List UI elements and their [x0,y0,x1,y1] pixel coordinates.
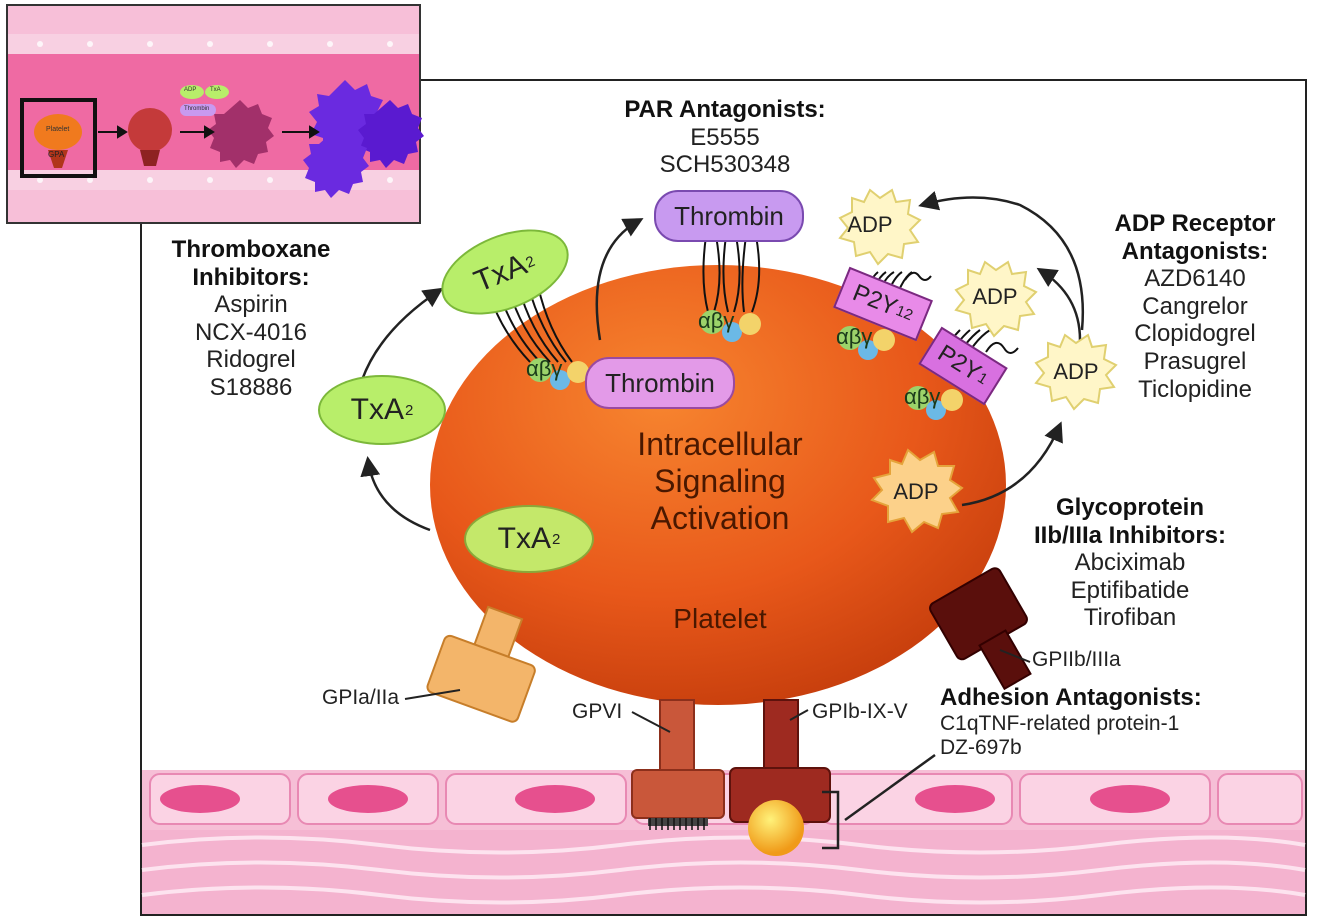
thromboxane-item: Aspirin [214,291,288,319]
adp-item: AZD6140 [1144,265,1246,293]
par-antagonists-group: PAR Antagonists: E5555 SCH530348 [590,96,860,179]
gpib-receptor [729,699,831,856]
adp-item: Clopidogrel [1134,320,1256,348]
inset-vessel-panel [6,4,424,224]
thromboxane-item: S18886 [209,373,293,401]
adp-item: Cangrelor [1142,292,1248,320]
adp-label-mid: ADP [972,284,1018,309]
adp-antagonists-group: ADP Receptor Antagonists: AZD6140 Cangre… [1095,210,1295,403]
gpiib-receptor [929,567,1032,691]
thromboxane-item: Ridogrel [206,346,296,374]
thrombin-receptor-bound: Thrombin [654,190,804,242]
platelet-center-text: Intracellular Signaling Activation [600,426,840,536]
adp-heading-2: Antagonists: [1121,237,1269,265]
adhesion-item: DZ-697b [940,735,1022,759]
g-protein-label-p2y12: αβγ [836,324,873,349]
gpiib-label: GPIIb/IIIa [1032,648,1121,671]
txa2-text: TxA [350,393,404,426]
adhesion-item: C1qTNF-related protein-1 [940,711,1180,735]
gpvi-label: GPVI [572,700,623,723]
gp-inhibitors-group: Glycoprotein IIb/IIIa Inhibitors: Abcixi… [1015,494,1245,632]
thrombin-cleaved: Thrombin [585,357,735,409]
gp-item: Tirofiban [1083,604,1177,632]
adhesion-antagonists-group: Adhesion Antagonists: C1qTNF-related pro… [940,684,1202,760]
inset-txa-label: TxA [210,87,221,93]
inset-adp-label: ADP [184,87,197,93]
label-leaders [404,649,1031,733]
adp-burst-top [838,188,922,266]
thromboxane-inhibitors-group: Thromboxane Inhibitors: Aspirin NCX-4016… [148,236,354,402]
inset-platelet-label: Platelet [46,126,70,133]
par-item: SCH530348 [659,151,791,179]
vwf-ball [748,800,804,856]
txa2-subscript: 2 [405,401,414,419]
adhesion-bracket [822,753,936,850]
signaling-arrows [360,191,1085,532]
adp-label-inner: ADP [893,479,939,504]
inset-gpa-label: GPA [48,150,65,159]
adp-bursts [838,188,1118,534]
adp-item: Ticlopidine [1138,375,1252,403]
txa2-text: TxA [497,522,551,555]
gpia-label: GPIa/IIa [322,686,400,709]
adp-heading-1: ADP Receptor [1114,210,1276,237]
adp-burst-mid [954,260,1038,338]
gpia-receptor [426,605,536,723]
platelet-name: Platelet [673,603,767,634]
adp-burst-right [1034,333,1118,411]
g-protein-label-txa: αβγ [526,356,563,381]
gp-heading-2: IIb/IIIa Inhibitors: [1034,521,1226,549]
thrombin-receptor-helices [702,235,761,313]
adp-label-top: ADP [847,212,893,237]
gp-item: Eptifibatide [1070,576,1190,604]
center-line-1: Intracellular [637,426,803,462]
center-line-2: Signaling [654,462,786,499]
par-item: E5555 [690,123,760,151]
inset-thrombin-label: Thrombin [184,106,210,112]
thromboxane-heading-2: Inhibitors: [192,263,310,291]
adp-item: Prasugrel [1143,347,1247,375]
txa2-subscript: 2 [552,530,561,548]
par-heading: PAR Antagonists: [624,96,826,123]
gpib-label: GPIb-IX-V [812,700,908,723]
center-line-3: Activation [650,499,790,536]
thromboxane-item: NCX-4016 [194,318,308,346]
adp-burst-inner [870,448,964,534]
thromboxane-heading-1: Thromboxane [171,236,331,263]
gp-heading-1: Glycoprotein [1055,494,1205,521]
g-protein-label-p2y1: αβγ [904,384,941,409]
main-frame [140,79,1307,916]
adp-label-right: ADP [1053,359,1099,384]
gpvi-receptor [631,699,725,830]
g-proteins [528,310,963,420]
g-protein-label-thrombin: αβγ [698,308,735,333]
adhesion-heading: Adhesion Antagonists: [940,684,1202,711]
gp-item: Abciximab [1074,549,1186,577]
